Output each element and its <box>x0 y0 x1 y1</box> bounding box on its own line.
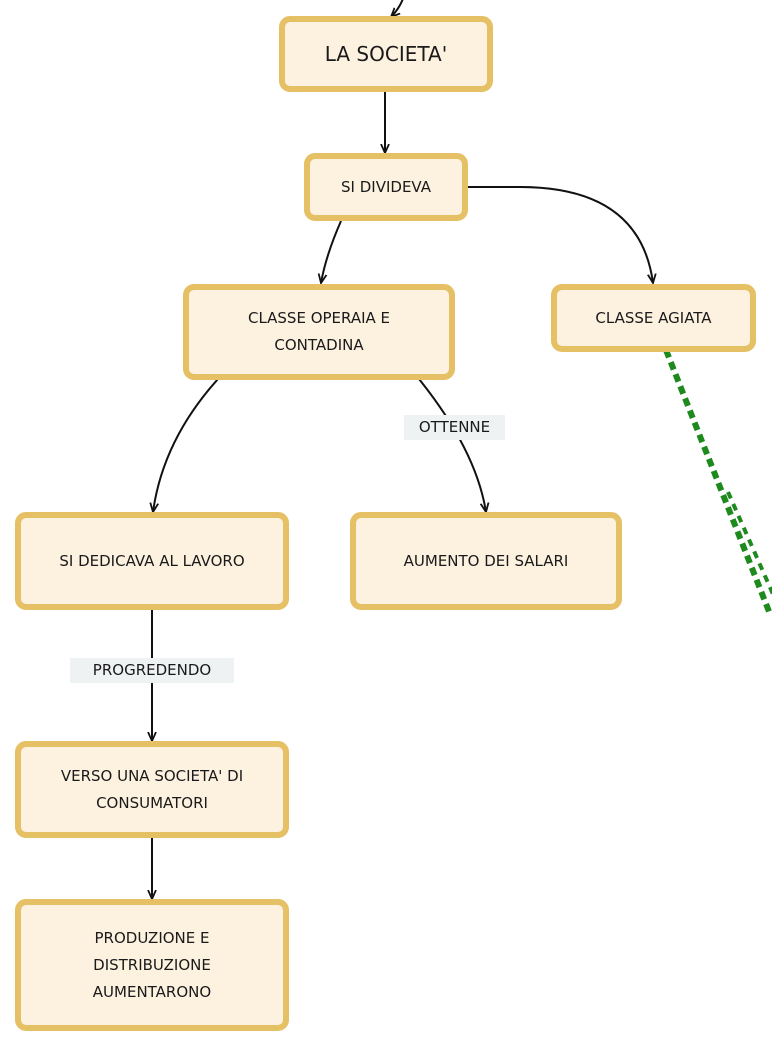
connector-si-divideva-to-classe-agiata <box>467 186 653 283</box>
node-la-societa-label: LA SOCIETA' <box>324 41 448 66</box>
node-la-societa[interactable]: LA SOCIETA' <box>279 16 493 92</box>
node-classe-operaia[interactable]: CLASSE OPERAIA E CONTADINA <box>183 284 455 380</box>
node-si-dedicava-label: SI DEDICAVA AL LAVORO <box>59 551 245 570</box>
connector-si-divideva-to-classe-operaia <box>321 220 342 283</box>
node-aumento-salari[interactable]: AUMENTO DEI SALARI <box>350 512 622 610</box>
node-verso-societa[interactable]: VERSO UNA SOCIETA' DI CONSUMATORI <box>15 741 289 838</box>
edge-label-progredendo: PROGREDENDO <box>70 658 234 683</box>
node-classe-operaia-label: CLASSE OPERAIA E CONTADINA <box>247 309 391 354</box>
node-aumento-salari-label: AUMENTO DEI SALARI <box>403 551 569 570</box>
node-si-dedicava[interactable]: SI DEDICAVA AL LAVORO <box>15 512 289 610</box>
node-verso-societa-label: VERSO UNA SOCIETA' DI CONSUMATORI <box>60 766 244 812</box>
connector-incoming-la-societa <box>391 0 404 17</box>
node-si-divideva[interactable]: SI DIVIDEVA <box>304 153 468 221</box>
edge-label-ottenne: OTTENNE <box>404 415 505 440</box>
dashed-link-classe-agiata-secondary <box>726 491 772 597</box>
dashed-link-classe-agiata <box>663 348 772 616</box>
connector-classe-operaia-to-si-dedicava <box>153 378 219 512</box>
node-produzione[interactable]: PRODUZIONE E DISTRIBUZIONE AUMENTARONO <box>15 899 289 1031</box>
node-produzione-label: PRODUZIONE E DISTRIBUZIONE AUMENTARONO <box>92 928 212 1001</box>
node-classe-agiata[interactable]: CLASSE AGIATA <box>551 284 756 352</box>
node-si-divideva-label: SI DIVIDEVA <box>341 177 431 196</box>
node-classe-agiata-label: CLASSE AGIATA <box>595 308 712 327</box>
connector-classe-operaia-to-aumento-salari <box>418 378 486 512</box>
